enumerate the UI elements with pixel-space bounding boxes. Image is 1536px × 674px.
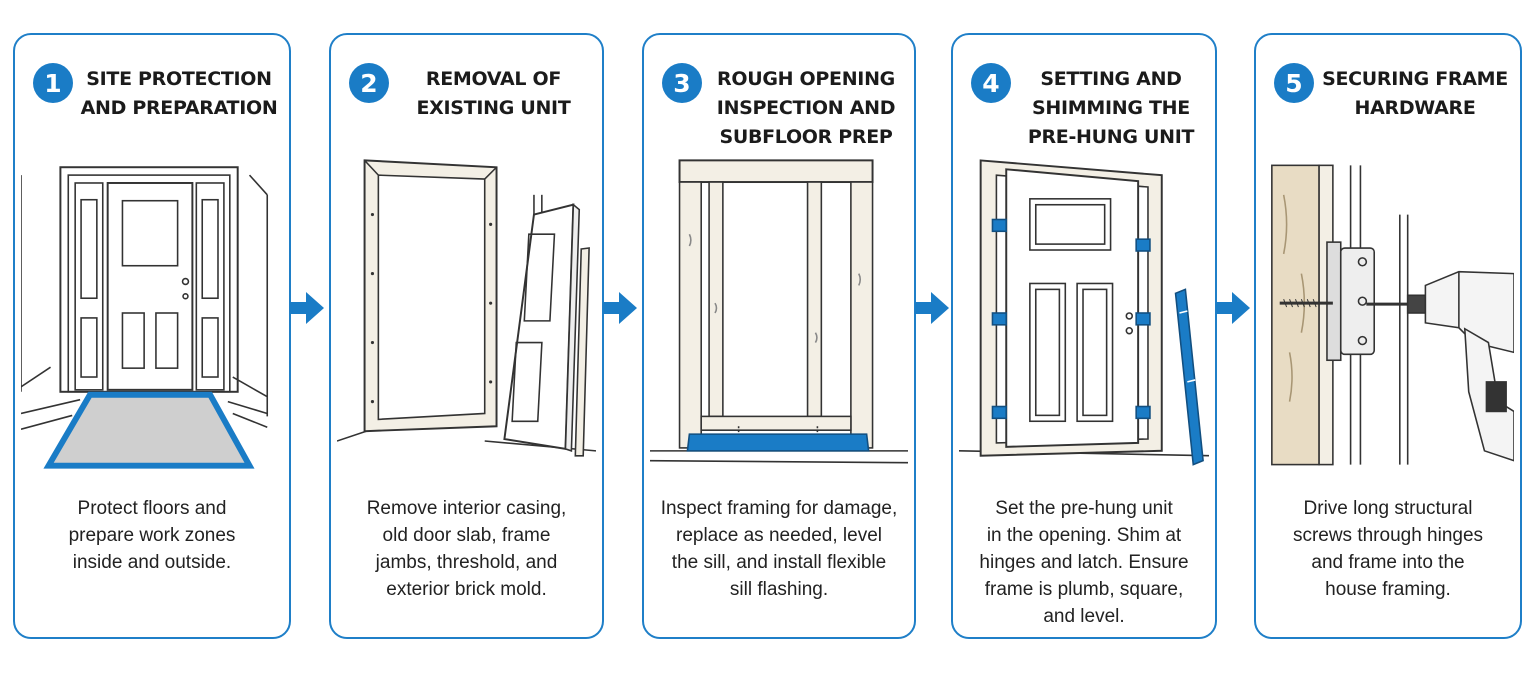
- step-title: REMOVAL OF EXISTING UNIT: [416, 68, 571, 119]
- step-card-4: 4 SETTING AND SHIMMING THE PRE-HUNG UNIT: [951, 33, 1217, 639]
- arrow-right-icon: [290, 290, 326, 326]
- rough-opening-illustration: [650, 153, 908, 473]
- arrow-right-icon: [603, 290, 639, 326]
- step-description: Remove interior casing, old door slab, f…: [366, 498, 567, 600]
- step-title: SETTING AND SHIMMING THE PRE-HUNG UNIT: [1027, 68, 1195, 148]
- step-title: ROUGH OPENING INSPECTION AND SUBFLOOR PR…: [716, 68, 896, 148]
- prehung-door-illustration: [959, 153, 1209, 473]
- step-number-badge: 4: [971, 63, 1011, 103]
- step-card-3: 3 ROUGH OPENING INSPECTION AND SUBFLOOR …: [642, 33, 916, 639]
- step-number-badge: 3: [662, 63, 702, 103]
- step-description: Set the pre-hung unit in the opening. Sh…: [979, 498, 1189, 627]
- step-number-badge: 5: [1274, 63, 1314, 103]
- step-description: Drive long structural screws through hin…: [1292, 498, 1484, 600]
- step-title: SECURING FRAME HARDWARE: [1322, 68, 1508, 119]
- step-title: SITE PROTECTION AND PREPARATION: [80, 68, 278, 119]
- step-description: Inspect framing for damage, replace as n…: [660, 498, 898, 600]
- step-number-badge: 1: [33, 63, 73, 103]
- step-card-5: 5 SECURING FRAME HARDWARE: [1254, 33, 1522, 639]
- door-floor-protection-illustration: [21, 153, 283, 473]
- removed-door-illustration: [337, 153, 596, 473]
- hinge-drill-illustration: [1262, 153, 1514, 473]
- arrow-right-icon: [915, 290, 951, 326]
- arrow-right-icon: [1216, 290, 1252, 326]
- step-card-1: 1 SITE PROTECTION AND PREPARATION: [13, 33, 291, 639]
- step-card-2: 2 REMOVAL OF EXISTING UNIT: [329, 33, 604, 639]
- step-number-badge: 2: [349, 63, 389, 103]
- step-description: Protect floors and prepare work zones in…: [68, 498, 236, 573]
